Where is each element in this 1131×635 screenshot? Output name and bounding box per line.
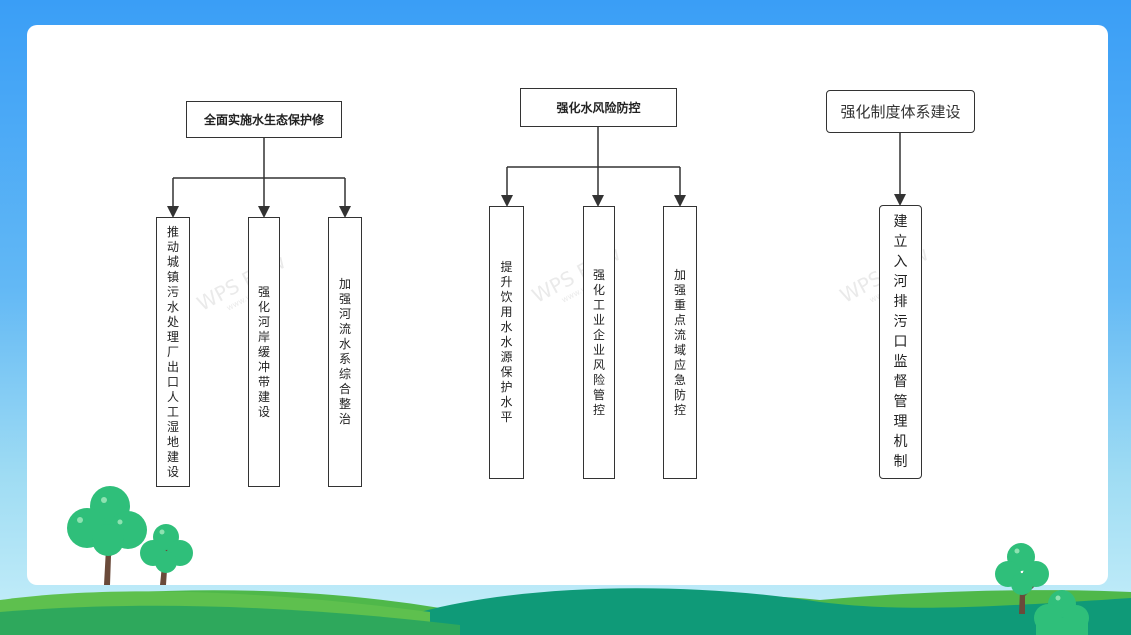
vertical-char: 风 (592, 357, 605, 372)
vertical-char: 系 (338, 352, 351, 366)
vertical-char: 控 (673, 402, 686, 417)
vertical-char: 岸 (257, 329, 270, 344)
vertical-char: 处 (166, 314, 179, 329)
vertical-char: 水 (500, 395, 513, 409)
vertical-char: 业 (592, 342, 605, 357)
vertical-char: 镇 (166, 269, 179, 284)
vertical-char: 制 (893, 454, 908, 470)
vertical-char: 强 (257, 284, 270, 299)
hill-middle (420, 588, 1131, 635)
vertical-char: 强 (338, 292, 351, 306)
vertical-char: 加 (673, 267, 686, 282)
vertical-char: 流 (338, 322, 351, 336)
vertical-char: 重 (673, 297, 686, 312)
vertical-char: 水 (338, 337, 351, 351)
vertical-char: 立 (893, 234, 908, 250)
vertical-char: 入 (893, 254, 908, 270)
vertical-char: 河 (257, 314, 270, 329)
vertical-char: 排 (893, 294, 908, 310)
vertical-char: 合 (338, 382, 351, 396)
vertical-char: 点 (673, 312, 686, 327)
group-3-title: 强化制度体系建设 (826, 90, 975, 133)
vertical-char: 提 (500, 260, 513, 274)
vertical-char: 强 (673, 282, 686, 297)
vertical-char: 厂 (166, 344, 179, 359)
vertical-char: 设 (166, 464, 179, 479)
vertical-char: 工 (592, 297, 605, 312)
vertical-char: 水 (500, 320, 513, 334)
tree-left-small (140, 524, 193, 585)
vertical-char: 理 (166, 329, 179, 344)
vertical-char: 督 (893, 374, 908, 390)
vertical-char: 险 (592, 372, 605, 387)
vertical-char: 湿 (166, 419, 179, 434)
vertical-char: 护 (500, 380, 513, 394)
vertical-char: 综 (338, 367, 351, 381)
vertical-char: 建 (166, 449, 179, 464)
tree-left-large (67, 486, 147, 585)
vertical-char: 水 (500, 335, 513, 349)
vertical-char: 用 (500, 305, 513, 319)
group-2-child-2: 强化工业企业风险管控 (583, 206, 615, 479)
vertical-char: 地 (166, 434, 179, 449)
vertical-char: 缓 (257, 344, 270, 359)
vertical-char: 升 (500, 275, 513, 289)
vertical-char: 带 (257, 374, 270, 389)
group-2-child-1: 提升饮用水水源保护水平 (489, 206, 524, 479)
vertical-char: 急 (673, 372, 686, 387)
group-2-title: 强化水风险防控 (520, 88, 677, 127)
vertical-char: 城 (166, 254, 179, 269)
vertical-char: 整 (338, 397, 351, 411)
vertical-char: 口 (893, 334, 908, 350)
vertical-char: 源 (500, 350, 513, 364)
bush-right (1034, 590, 1089, 635)
group-2-child-3: 加强重点流域应急防控 (663, 206, 697, 479)
vertical-char: 建 (893, 214, 908, 230)
vertical-char: 业 (592, 312, 605, 327)
vertical-char: 治 (338, 412, 351, 426)
vertical-char: 人 (166, 389, 179, 404)
vertical-char: 保 (500, 365, 513, 379)
vertical-char: 化 (257, 299, 270, 314)
vertical-char: 工 (166, 404, 179, 419)
vertical-char: 饮 (500, 290, 513, 304)
vertical-char: 设 (257, 404, 270, 419)
vertical-char: 水 (166, 299, 179, 314)
group-3-child-1: 建立入河排污口监督管理机制 (879, 205, 922, 479)
vertical-char: 建 (257, 389, 270, 404)
vertical-char: 加 (338, 277, 351, 291)
vertical-char: 污 (166, 284, 179, 299)
group-1-child-1: 推动城镇污水处理厂出口人工湿地建设 (156, 217, 190, 487)
vertical-char: 机 (893, 434, 908, 450)
vertical-char: 企 (592, 327, 605, 342)
group-1-child-3: 加强河流水系综合整治 (328, 217, 362, 487)
vertical-char: 防 (673, 387, 686, 402)
vertical-char: 动 (166, 239, 179, 254)
vertical-char: 强 (592, 267, 605, 282)
vertical-char: 管 (893, 394, 908, 410)
vertical-char: 控 (592, 402, 605, 417)
vertical-char: 域 (673, 342, 686, 357)
vertical-char: 冲 (257, 359, 270, 374)
tree-right (995, 543, 1049, 614)
vertical-char: 出 (166, 359, 179, 374)
vertical-char: 化 (592, 282, 605, 297)
vertical-char: 河 (338, 307, 351, 321)
vertical-char: 理 (893, 414, 908, 430)
vertical-char: 监 (893, 354, 908, 370)
group-1-title: 全面实施水生态保护修 (186, 101, 342, 138)
vertical-char: 管 (592, 387, 605, 402)
vertical-char: 推 (166, 224, 179, 239)
vertical-char: 流 (673, 327, 686, 342)
vertical-char: 应 (673, 357, 686, 372)
vertical-char: 污 (893, 314, 908, 330)
group-1-child-2: 强化河岸缓冲带建设 (248, 217, 280, 487)
vertical-char: 口 (166, 374, 179, 389)
vertical-char: 平 (500, 410, 513, 424)
vertical-char: 河 (893, 274, 908, 290)
